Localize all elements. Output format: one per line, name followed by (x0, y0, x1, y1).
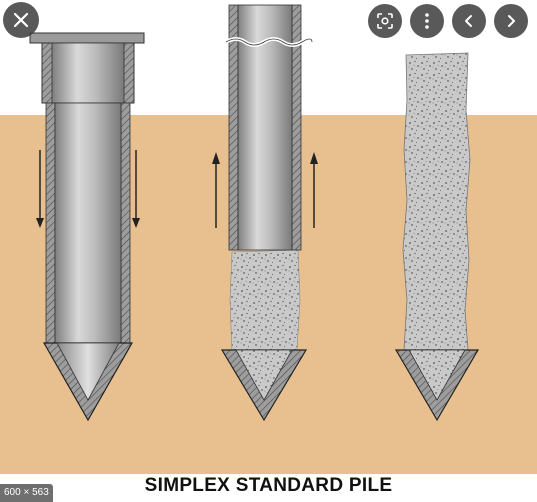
close-button[interactable] (3, 2, 39, 38)
diagram-caption: SIMPLEX STANDARD PILE (144, 475, 393, 496)
more-vert-icon (425, 13, 429, 29)
more-options-button[interactable] (410, 4, 444, 38)
pile-1-driving-casing (29, 32, 145, 422)
close-icon (13, 12, 29, 28)
lens-icon (377, 13, 393, 29)
chevron-right-icon (508, 15, 515, 27)
pile-3-completed (394, 52, 480, 422)
image-dimensions-label: 600 × 563 (0, 484, 53, 502)
chevron-left-icon (465, 15, 472, 27)
next-image-button[interactable] (494, 4, 528, 38)
previous-image-button[interactable] (452, 4, 486, 38)
lens-search-button[interactable] (368, 4, 402, 38)
pile-2-withdrawing-casing (212, 4, 318, 422)
